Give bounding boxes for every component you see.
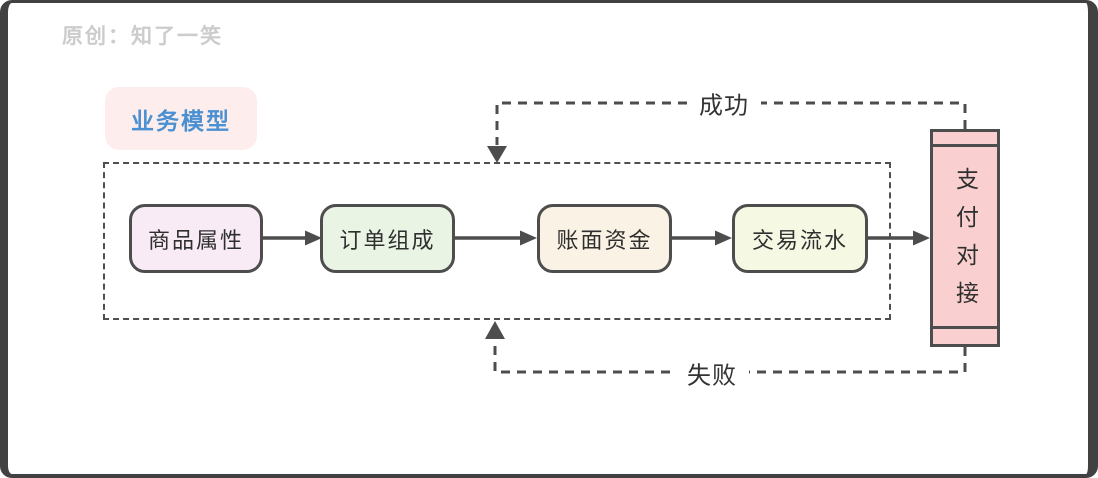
- business-model-badge-label: 业务模型: [131, 107, 231, 134]
- flow-arrow-2: [455, 230, 537, 246]
- success-label: 成功: [687, 85, 761, 121]
- payment-node-top-divider: [933, 144, 997, 147]
- flow-node-label: 账面资金: [556, 227, 653, 253]
- flow-node-product-attributes: 商品属性: [129, 204, 263, 273]
- flow-node-order-composition: 订单组成: [320, 204, 455, 273]
- flow-arrow-1: [263, 230, 322, 246]
- payment-node-bottom-divider: [933, 326, 997, 329]
- watermark-text: 原创：知了一笑: [62, 25, 223, 48]
- payment-node: 支付对接: [930, 129, 1000, 347]
- flow-arrow-4: [868, 230, 930, 246]
- flow-node-label: 商品属性: [147, 227, 244, 253]
- flow-node-account-funds: 账面资金: [537, 204, 672, 273]
- flow-node-label: 订单组成: [339, 227, 436, 253]
- flow-node-transaction-records: 交易流水: [732, 204, 868, 273]
- flow-arrow-3: [672, 230, 732, 246]
- business-model-badge: 业务模型: [105, 87, 257, 150]
- flow-node-label: 交易流水: [751, 227, 848, 253]
- failure-label: 失败: [675, 355, 749, 391]
- payment-node-label: 支付对接: [952, 167, 979, 319]
